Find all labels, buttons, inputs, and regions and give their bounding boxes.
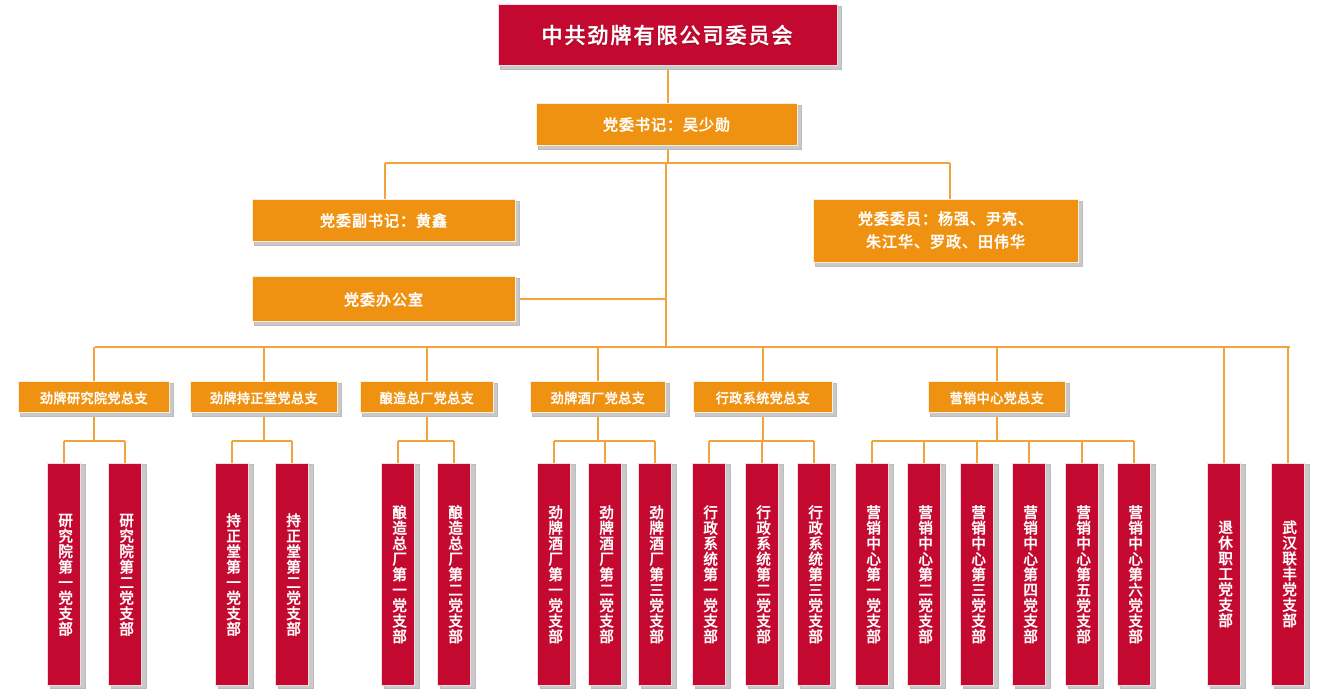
general-branch-research-institute[interactable]: 劲牌研究院党总支 [18, 381, 170, 413]
branch-label: 营销中心第三党支部 [969, 504, 986, 645]
branch-label: 营销中心第六党支部 [1126, 504, 1143, 645]
branch-label: 持正堂第二党支部 [284, 512, 301, 637]
branch-node[interactable]: 营销中心第六党支部 [1117, 463, 1151, 686]
branch-label: 营销中心第二党支部 [916, 504, 933, 645]
branch-label: 研究院第一党支部 [56, 512, 73, 637]
branch-label: 退休职工党支部 [1216, 520, 1233, 629]
branch-node[interactable]: 营销中心第一党支部 [855, 463, 889, 686]
branch-label: 酿造总厂第二党支部 [446, 504, 463, 645]
branch-label: 营销中心第五党支部 [1074, 504, 1091, 645]
branch-node[interactable]: 持正堂第二党支部 [275, 463, 309, 686]
branch-node[interactable]: 研究院第二党支部 [108, 463, 142, 686]
members-line-1: 党委委员：杨强、尹亮、 [857, 209, 1034, 228]
branch-label: 营销中心第一党支部 [864, 504, 881, 645]
branch-node[interactable]: 行政系统第一党支部 [692, 463, 726, 686]
branch-node[interactable]: 营销中心第三党支部 [960, 463, 994, 686]
direct-branch-node[interactable]: 武汉联丰党支部 [1271, 463, 1305, 686]
branch-node[interactable]: 行政系统第三党支部 [797, 463, 831, 686]
branch-label: 持正堂第一党支部 [224, 512, 241, 637]
general-branch-liquor-factory[interactable]: 劲牌酒厂党总支 [530, 381, 666, 413]
branch-node[interactable]: 酿造总厂第二党支部 [437, 463, 471, 686]
node-deputy-party-secretary[interactable]: 党委副书记：黄鑫 [252, 199, 516, 242]
branch-label: 行政系统第二党支部 [754, 504, 771, 645]
branch-label: 研究院第二党支部 [117, 512, 134, 637]
branch-node[interactable]: 营销中心第五党支部 [1065, 463, 1099, 686]
node-party-committee-members[interactable]: 党委委员：杨强、尹亮、 朱江华、罗政、田伟华 [813, 199, 1079, 263]
branch-label: 武汉联丰党支部 [1280, 520, 1297, 629]
branch-label: 行政系统第一党支部 [701, 504, 718, 645]
branch-node[interactable]: 营销中心第四党支部 [1012, 463, 1046, 686]
branch-node[interactable]: 酿造总厂第一党支部 [381, 463, 415, 686]
general-branch-administration[interactable]: 行政系统党总支 [693, 381, 833, 413]
node-party-secretary[interactable]: 党委书记：吴少勋 [536, 103, 798, 146]
members-line-2: 朱江华、罗政、田伟华 [865, 233, 1026, 251]
branch-node[interactable]: 营销中心第二党支部 [907, 463, 941, 686]
branch-label: 劲牌酒厂第一党支部 [546, 504, 563, 645]
branch-node[interactable]: 劲牌酒厂第二党支部 [588, 463, 622, 686]
direct-branch-node[interactable]: 退休职工党支部 [1207, 463, 1241, 686]
general-branch-marketing-center[interactable]: 营销中心党总支 [928, 381, 1066, 413]
general-branch-chizhengtang[interactable]: 劲牌持正堂党总支 [190, 381, 338, 413]
general-branch-brewing-plant[interactable]: 酿造总厂党总支 [360, 381, 494, 413]
branch-node[interactable]: 行政系统第二党支部 [745, 463, 779, 686]
branch-label: 酿造总厂第一党支部 [390, 504, 407, 645]
branch-label: 行政系统第三党支部 [806, 504, 823, 645]
node-party-office[interactable]: 党委办公室 [252, 276, 516, 322]
branch-label: 营销中心第四党支部 [1021, 504, 1038, 645]
root-node-party-committee[interactable]: 中共劲牌有限公司委员会 [498, 4, 838, 66]
branch-node[interactable]: 劲牌酒厂第一党支部 [537, 463, 571, 686]
branch-node[interactable]: 研究院第一党支部 [47, 463, 81, 686]
branch-label: 劲牌酒厂第二党支部 [597, 504, 614, 645]
branch-node[interactable]: 持正堂第一党支部 [215, 463, 249, 686]
branch-node[interactable]: 劲牌酒厂第三党支部 [638, 463, 672, 686]
branch-label: 劲牌酒厂第三党支部 [647, 504, 664, 645]
